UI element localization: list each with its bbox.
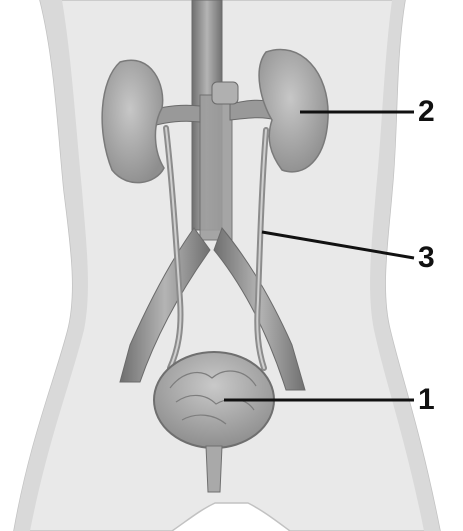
adrenal-knot (212, 82, 238, 104)
left-kidney (102, 60, 164, 182)
urethra (206, 446, 222, 492)
vena-cava (200, 95, 232, 240)
callout-number-kidney: 2 (418, 97, 435, 127)
callout-number-ureter: 3 (418, 243, 435, 273)
callout-number-bladder: 1 (418, 385, 435, 415)
